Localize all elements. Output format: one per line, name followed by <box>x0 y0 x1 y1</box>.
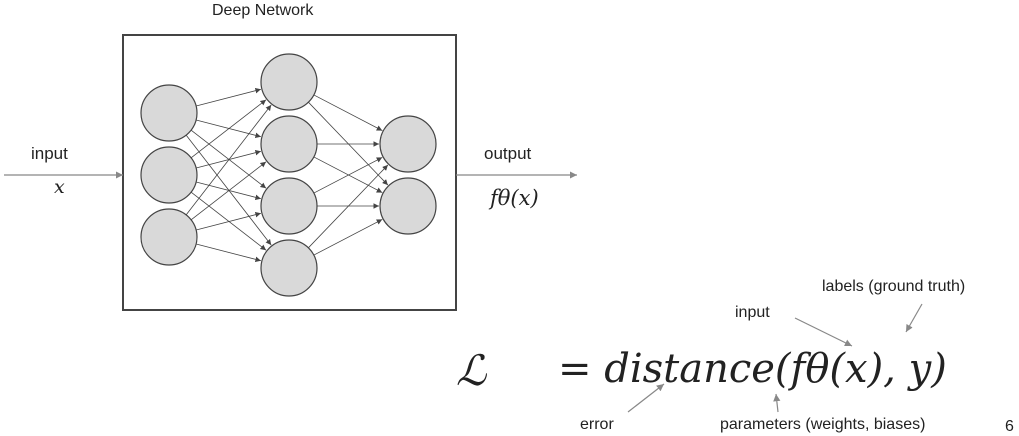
diagram-title: Deep Network <box>212 2 314 19</box>
neuron-layer3-2 <box>379 177 437 235</box>
connection-l1-n3-to-n4 <box>196 243 262 263</box>
neuron-layer3-1 <box>379 115 437 173</box>
error-arrow <box>627 383 665 413</box>
connection-l2-n3-to-n1 <box>313 157 383 194</box>
connection-l1-n3-to-n1 <box>185 104 272 216</box>
network-box <box>122 34 457 311</box>
connection-l2-n2-to-n2 <box>313 156 383 193</box>
annotation-arrows <box>627 303 923 413</box>
neuron-layer2-4 <box>260 239 318 297</box>
network-nodes <box>140 53 437 297</box>
output-label: output <box>484 144 532 163</box>
neuron-layer2-1 <box>260 53 318 111</box>
labels-annotation: labels (ground truth) <box>822 278 966 295</box>
loss-symbol: ℒ <box>456 346 487 395</box>
connection-l2-n4-to-n1 <box>308 164 389 249</box>
input-annotation-arrow <box>794 317 853 347</box>
connection-l2-n1-to-n1 <box>313 94 383 131</box>
connection-l2-n4-to-n2 <box>313 219 383 256</box>
neuron-layer1-1 <box>140 84 198 142</box>
error-annotation: error <box>580 416 614 433</box>
labels-arrow <box>905 303 923 333</box>
parameters-arrow <box>773 393 781 413</box>
input-label: input <box>31 144 68 163</box>
network-connections <box>185 87 389 263</box>
connection-l1-n3-to-n3 <box>196 211 262 231</box>
parameters-annotation: parameters (weights, biases) <box>720 416 926 433</box>
neuron-layer2-2 <box>260 115 318 173</box>
connection-l1-n1-to-n1 <box>196 87 262 107</box>
neuron-layer1-3 <box>140 208 198 266</box>
input-annotation: input <box>735 304 770 321</box>
neuron-layer2-3 <box>260 177 318 235</box>
neuron-layer1-2 <box>140 146 198 204</box>
input-variable: x <box>54 176 65 198</box>
slide-number: 6 <box>1005 418 1014 435</box>
connection-l1-n3-to-n2 <box>190 161 267 221</box>
loss-equation: = distance(fθ(x), y) <box>558 346 947 392</box>
connection-l1-n2-to-n1 <box>190 99 267 159</box>
output-variable: fθ(x) <box>490 186 539 210</box>
